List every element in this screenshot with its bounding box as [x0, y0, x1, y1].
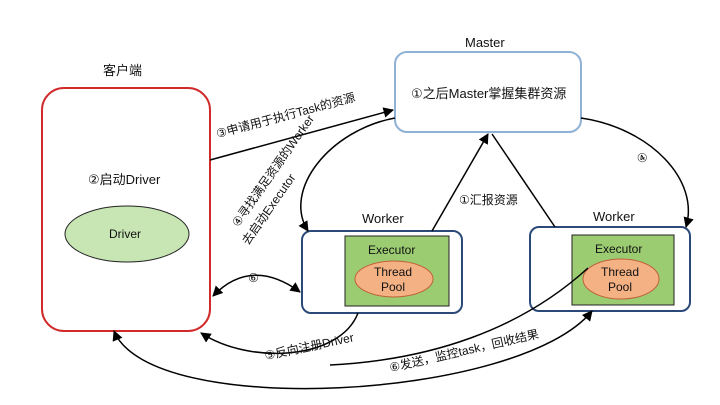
master-status: ①之后Master掌握集群资源	[411, 86, 567, 101]
arrow-apply-resources	[209, 107, 395, 161]
arrow-report-resources-2	[491, 133, 556, 228]
thread-pool-line2-2: Pool	[608, 280, 633, 294]
master-title: Master	[465, 35, 505, 50]
executor-label-2: Executor	[595, 242, 643, 256]
driver-label: Driver	[109, 227, 141, 241]
start-driver-label: ②启动Driver	[88, 172, 161, 187]
driver-node	[64, 205, 190, 263]
label-step6: ⑥	[248, 271, 259, 285]
label-report-resources: ①汇报资源	[459, 193, 518, 207]
thread-pool-line2-1: Pool	[381, 280, 406, 294]
master-box	[394, 51, 582, 133]
thread-pool-line1-2: Thread	[601, 265, 640, 279]
client-title: 客户端	[103, 63, 143, 78]
arrow-send-monitor-2	[112, 310, 593, 390]
worker-title-2: Worker	[593, 209, 635, 224]
thread-pool-1	[354, 260, 434, 298]
executor-label-1: Executor	[368, 243, 416, 257]
arrow-report-resources-1	[431, 133, 489, 232]
worker-title-1: Worker	[362, 211, 404, 226]
thread-pool-2	[582, 258, 660, 300]
arrow-find-worker	[298, 117, 396, 232]
arrow-step6-short	[212, 274, 301, 297]
arrow-master-worker2	[580, 117, 694, 229]
thread-pool-line1-1: Thread	[374, 265, 413, 279]
